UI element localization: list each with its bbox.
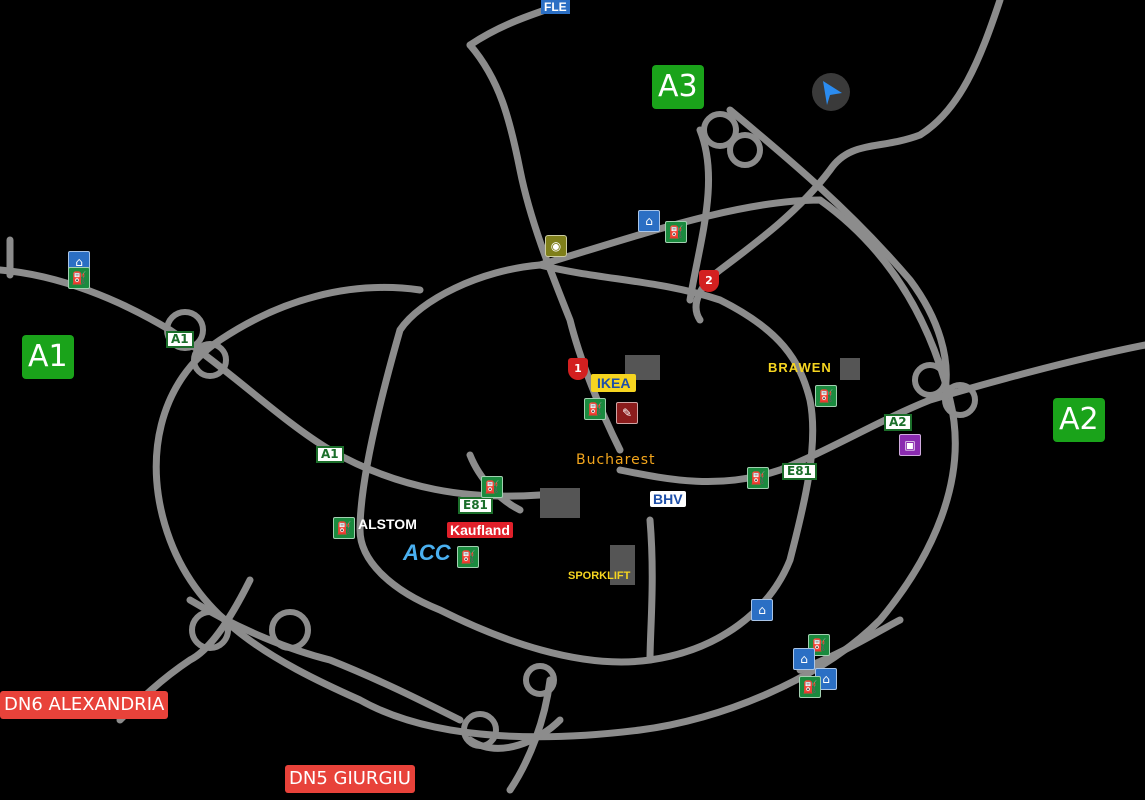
road-label-a1-inner: A1 — [316, 446, 344, 463]
service-icon[interactable]: ✎ — [616, 402, 638, 424]
road-label-e81-west: E81 — [458, 497, 493, 514]
city-buildings — [540, 355, 860, 585]
hotel-icon[interactable]: ⌂ — [751, 599, 773, 621]
road-label-a1-west: A1 — [166, 331, 194, 348]
parking-icon[interactable]: ▣ — [899, 434, 921, 456]
fuel-icon[interactable]: ⛽ — [808, 634, 830, 656]
highway-badge-a2[interactable]: A2 — [1053, 398, 1105, 442]
fuel-icon[interactable]: ⛽ — [481, 476, 503, 498]
fuel-icon[interactable]: ⛽ — [665, 221, 687, 243]
company-brawen[interactable]: BRAWEN — [768, 360, 832, 375]
fuel-icon[interactable]: ⛽ — [747, 467, 769, 489]
viewpoint-icon[interactable]: ◉ — [545, 235, 567, 257]
company-bhv[interactable]: BHV — [650, 491, 686, 507]
fuel-icon[interactable]: ⛽ — [799, 676, 821, 698]
company-sporklift[interactable]: SPORKLIFT — [568, 570, 631, 582]
fuel-icon[interactable]: ⛽ — [815, 385, 837, 407]
company-fle[interactable]: FLE — [541, 0, 570, 14]
fuel-icon[interactable]: ⛽ — [584, 398, 606, 420]
company-kaufland[interactable]: Kaufland — [447, 522, 513, 538]
fuel-icon[interactable]: ⛽ — [457, 546, 479, 568]
fuel-icon[interactable]: ⛽ — [333, 517, 355, 539]
city-label-bucharest[interactable]: Bucharest — [576, 452, 656, 468]
hotel-icon[interactable]: ⌂ — [638, 210, 660, 232]
company-acc[interactable]: ACC — [403, 540, 451, 565]
road-label-a2-east: A2 — [884, 414, 912, 431]
navigation-arrow[interactable] — [812, 73, 850, 111]
company-alstom[interactable]: ALSTOM — [358, 516, 417, 532]
highway-badge-a1[interactable]: A1 — [22, 335, 74, 379]
interchange-loops — [164, 111, 978, 749]
navigation-arrow-icon — [823, 81, 842, 105]
company-ikea[interactable]: IKEA — [591, 374, 637, 392]
fuel-icon[interactable]: ⛽ — [68, 267, 90, 289]
route-shield-1: 1 — [568, 358, 588, 380]
destination-dn5-giurgiu[interactable]: DN5 GIURGIU — [285, 765, 415, 793]
road-label-e81-east: E81 — [782, 463, 817, 480]
hotel-icon[interactable]: ⌂ — [793, 648, 815, 670]
route-shield-2: 2 — [699, 270, 719, 292]
highway-badge-a3[interactable]: A3 — [652, 65, 704, 109]
destination-dn6-alexandria[interactable]: DN6 ALEXANDRIA — [0, 691, 169, 719]
